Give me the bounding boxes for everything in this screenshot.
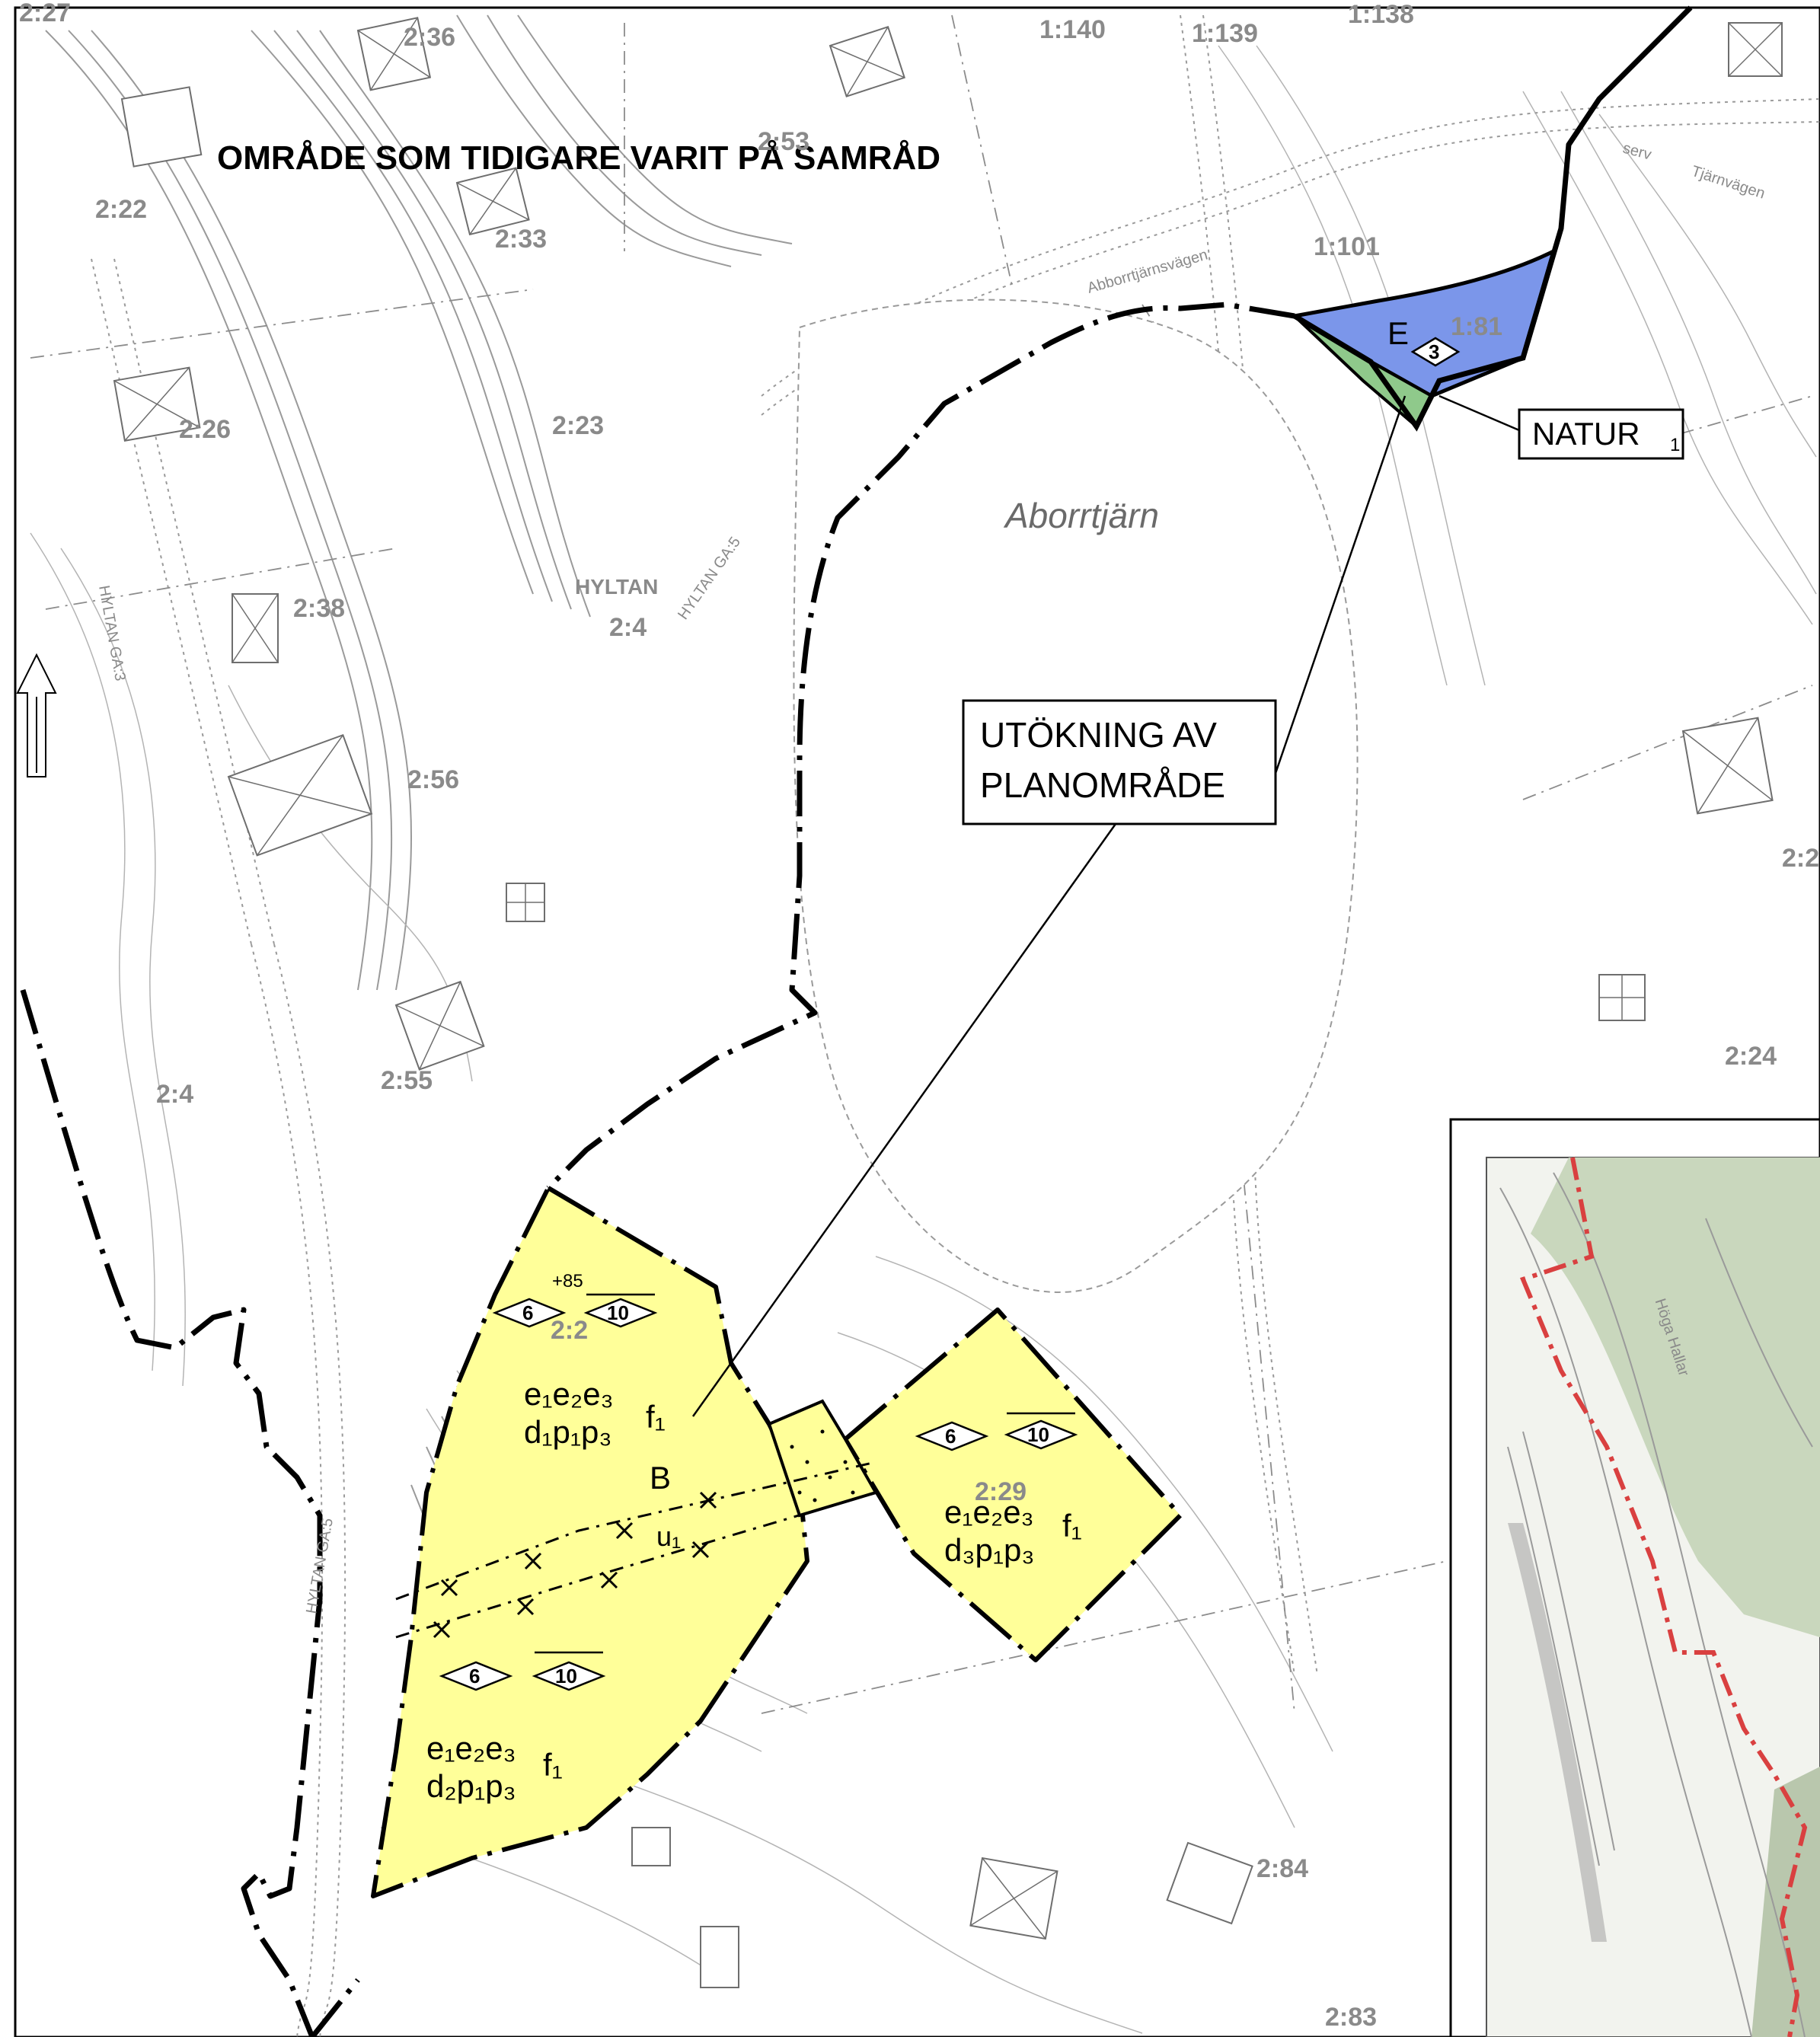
zone-c-line1: e₁e₂e₃ bbox=[426, 1730, 516, 1766]
parcel-label: 2:83 bbox=[1325, 2003, 1377, 2032]
parcel-label: 2:53 bbox=[758, 127, 809, 156]
utility-crosses bbox=[433, 1491, 717, 1639]
zone-a-elevation: +85 bbox=[552, 1271, 583, 1291]
zone-e-diamond-value: 3 bbox=[1429, 340, 1439, 363]
parcel-label-2-2: 2:2 bbox=[551, 1316, 588, 1345]
natur-callout-label: NATUR bbox=[1532, 416, 1640, 452]
zone-b-line2: d₃p₁p₃ bbox=[944, 1532, 1034, 1568]
natur-callout-box bbox=[1518, 408, 1684, 460]
zone-a-line1: e₁e₂e₃ bbox=[524, 1376, 614, 1412]
zone-b-diamond bbox=[915, 1421, 989, 1451]
zone-b-diamond-value: 6 bbox=[945, 1425, 956, 1448]
north-arrow-icon bbox=[16, 653, 57, 777]
plan-boundary-south bbox=[310, 1978, 360, 2037]
parcel-label: 2:56 bbox=[407, 765, 459, 794]
plan-boundary bbox=[546, 302, 1295, 1190]
lake-label: Aborrtjärn bbox=[1003, 496, 1159, 535]
parcel-label: 2:29 bbox=[975, 1477, 1027, 1506]
inset-map: Höga Hallar bbox=[1449, 1118, 1820, 2037]
parcel-label: 2:4 bbox=[609, 613, 647, 642]
parcel-label: 2:36 bbox=[404, 23, 455, 52]
zone-e-border bbox=[1293, 5, 1693, 432]
zone-c-diamond bbox=[439, 1661, 513, 1691]
parcel-label: 2:55 bbox=[381, 1066, 433, 1095]
expansion-callout-line1: UTÖKNING AV bbox=[980, 715, 1217, 755]
parcel-label: 1:140 bbox=[1039, 15, 1106, 44]
parcel-label: 1:138 bbox=[1348, 0, 1414, 29]
parcel-label: 2:84 bbox=[1256, 1854, 1308, 1883]
map-title: OMRÅDE SOM TIDIGARE VARIT PÅ SAMRÅD bbox=[217, 139, 940, 177]
utility-line-upper bbox=[395, 1461, 876, 1601]
parcel-label: 2:27 bbox=[19, 0, 71, 27]
zone-c-height-diamond bbox=[532, 1661, 606, 1691]
zone-a-height-value: 10 bbox=[607, 1301, 629, 1324]
zone-a-diamond-value: 6 bbox=[522, 1301, 533, 1324]
parcel-label: 1:139 bbox=[1192, 19, 1258, 48]
zone-e-label: E bbox=[1387, 315, 1409, 351]
parcel-label: 2:23 bbox=[552, 411, 604, 440]
zone-a-diamond bbox=[492, 1298, 567, 1328]
buildings bbox=[113, 17, 1783, 1988]
zone-b-height-diamond bbox=[1004, 1419, 1078, 1450]
expansion-callout-line2: PLANOMRÅDE bbox=[980, 765, 1225, 805]
zone-c-diamond-value: 6 bbox=[469, 1665, 480, 1687]
zone-a-line2: d₁p₁p₃ bbox=[524, 1414, 612, 1450]
parcel-labels: 2:27 2:36 1:140 1:139 1:138 2:53 2:22 2:… bbox=[19, 0, 1819, 2032]
district-label: HYLTAN bbox=[575, 575, 658, 599]
natur-leader-line bbox=[1438, 394, 1520, 432]
corridor-dots bbox=[790, 1429, 855, 1502]
parcel-label: 2:4 bbox=[156, 1080, 193, 1109]
parcel-label: 2:22 bbox=[95, 195, 147, 224]
parcel-label: 2:38 bbox=[293, 594, 345, 623]
zone-a-f: f₁ bbox=[646, 1399, 666, 1435]
utility-line-lower bbox=[395, 1491, 876, 1639]
plan-boundary-west bbox=[20, 988, 323, 2037]
natur-callout-subscript: 1 bbox=[1670, 435, 1680, 455]
expansion-leader-line bbox=[691, 395, 1407, 1417]
parcel-label: 2:26 bbox=[179, 415, 231, 444]
zone-a-yellow bbox=[371, 1186, 809, 1898]
zone-b-f: f₁ bbox=[1062, 1508, 1082, 1544]
zone-c-f: f₁ bbox=[543, 1747, 563, 1783]
parcel-label: 1:101 bbox=[1314, 232, 1380, 261]
zone-a-height-diamond bbox=[583, 1298, 658, 1328]
zone-c-height-value: 10 bbox=[555, 1665, 577, 1687]
zone-a-util: u₁ bbox=[656, 1521, 681, 1552]
parcel-label: 2:2 bbox=[1782, 844, 1819, 873]
parcel-label: 2:24 bbox=[1725, 1042, 1777, 1071]
zone-a-use: B bbox=[650, 1460, 671, 1496]
zone-b-yellow bbox=[843, 1307, 1183, 1662]
zone-b-height-value: 10 bbox=[1027, 1423, 1049, 1446]
zone-e-diamond bbox=[1410, 337, 1461, 367]
zone-c-line2: d₂p₁p₃ bbox=[426, 1768, 516, 1804]
parcel-label: 2:33 bbox=[495, 225, 547, 254]
parcel-label: 1:81 bbox=[1451, 312, 1502, 341]
expansion-callout-box bbox=[962, 699, 1277, 825]
zone-b-line1: e₁e₂e₃ bbox=[944, 1494, 1034, 1530]
roads bbox=[91, 14, 1820, 2037]
